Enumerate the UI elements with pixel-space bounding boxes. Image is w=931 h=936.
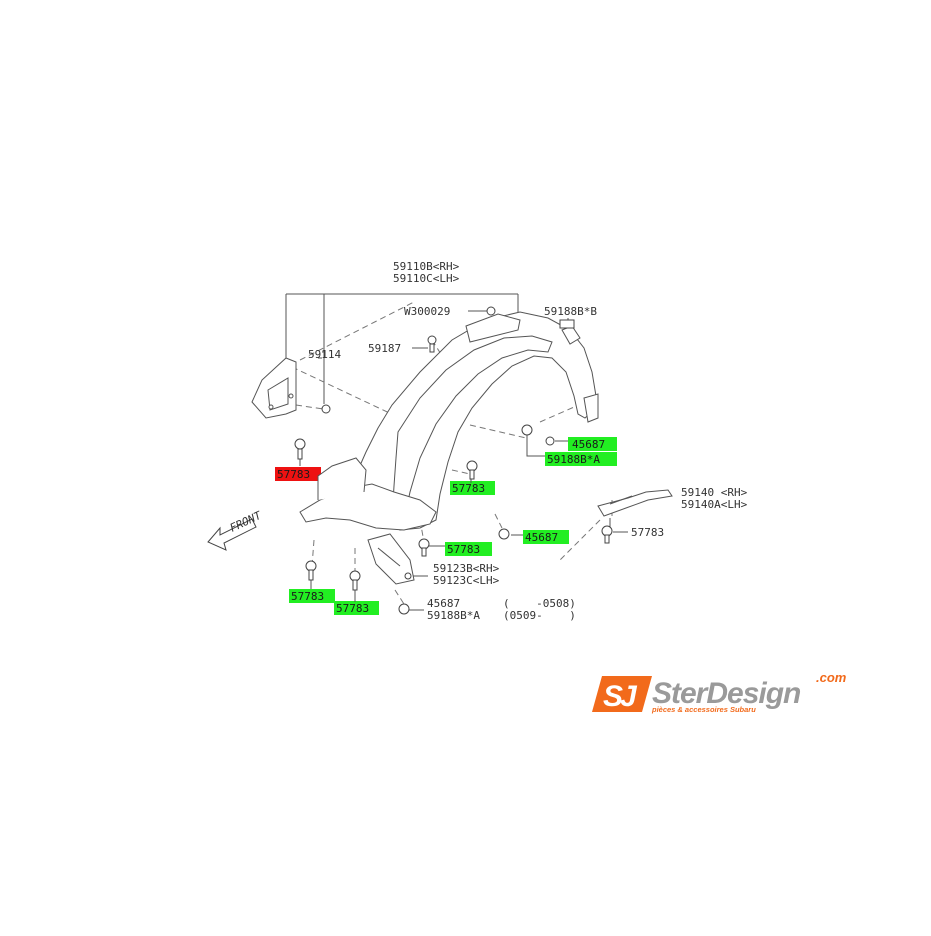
- label-59188b-b[interactable]: 59188B*B: [544, 305, 597, 318]
- part-labels: 59110B<RH> 59110C<LH> W300029 59188B*B 5…: [277, 260, 748, 622]
- highlight-59188b-a-top[interactable]: [545, 452, 617, 466]
- label-59140-rh[interactable]: 59140 <RH>: [681, 486, 748, 499]
- highlight-45687-mid[interactable]: [523, 530, 569, 544]
- highlight-57783-left[interactable]: [289, 589, 335, 603]
- label-59110c-lh[interactable]: 59110C<LH>: [393, 272, 460, 285]
- bolt-icon[interactable]: [294, 438, 306, 460]
- nut-icon[interactable]: [486, 306, 496, 316]
- clip-icon[interactable]: [521, 424, 533, 436]
- fasteners: [294, 306, 613, 615]
- label-range-1: ( -0508): [503, 597, 576, 610]
- bolt-icon[interactable]: [349, 570, 361, 591]
- nut-icon[interactable]: [545, 436, 555, 446]
- fender-liner-59110[interactable]: [299, 311, 599, 531]
- logo: SJ SterDesign .com pièces & accessoires …: [592, 670, 847, 714]
- label-45687-mid[interactable]: 45687: [525, 531, 558, 544]
- label-57783-mid[interactable]: 57783: [452, 482, 485, 495]
- front-arrow-icon: FRONT: [207, 508, 265, 551]
- label-59188b-a-bottom[interactable]: 59188B*A: [427, 609, 480, 622]
- label-59140a-lh[interactable]: 59140A<LH>: [681, 498, 748, 511]
- logo-tagline: pièces & accessoires Subaru: [651, 705, 756, 714]
- nut-icon[interactable]: [404, 572, 412, 580]
- clip-icon[interactable]: [427, 335, 437, 353]
- highlight-57783-center[interactable]: [445, 542, 492, 556]
- bolt-icon[interactable]: [601, 525, 613, 544]
- bolt-icon[interactable]: [418, 538, 430, 557]
- bracket-59114[interactable]: [251, 357, 297, 419]
- clip-icon[interactable]: [559, 319, 575, 329]
- label-59123b-rh[interactable]: 59123B<RH>: [433, 562, 500, 575]
- highlight-45687-top[interactable]: [568, 437, 617, 451]
- logo-mark: SJ: [592, 676, 652, 713]
- label-59123c-lh[interactable]: 59123C<LH>: [433, 574, 500, 587]
- logo-domain: .com: [816, 670, 847, 685]
- highlight-57783-mid[interactable]: [450, 481, 495, 495]
- label-45687-top[interactable]: 45687: [572, 438, 605, 451]
- label-59114[interactable]: 59114: [308, 348, 341, 361]
- label-59187[interactable]: 59187: [368, 342, 401, 355]
- label-59188b-a-top[interactable]: 59188B*A: [547, 453, 600, 466]
- label-59110b-rh[interactable]: 59110B<RH>: [393, 260, 460, 273]
- nut-icon[interactable]: [398, 603, 410, 615]
- highlight-57783-red[interactable]: [275, 467, 321, 481]
- seal-59140[interactable]: [597, 489, 673, 517]
- nut-icon[interactable]: [321, 404, 331, 414]
- label-57783-low[interactable]: 57783: [336, 602, 369, 615]
- label-57783-center[interactable]: 57783: [447, 543, 480, 556]
- cover-59123[interactable]: [367, 533, 415, 585]
- label-w300029[interactable]: W300029: [404, 305, 450, 318]
- logo-name: SterDesign: [652, 677, 801, 710]
- nut-icon[interactable]: [498, 528, 510, 540]
- label-range-2: (0509- ): [503, 609, 576, 622]
- label-45687-bottom[interactable]: 45687: [427, 597, 460, 610]
- bolt-icon[interactable]: [305, 560, 317, 581]
- highlight-57783-low[interactable]: [334, 601, 379, 615]
- label-57783-red[interactable]: 57783: [277, 468, 310, 481]
- logo-mark-text: SJ: [603, 680, 638, 713]
- label-57783-seal[interactable]: 57783: [631, 526, 664, 539]
- label-57783-left[interactable]: 57783: [291, 590, 324, 603]
- bolt-icon[interactable]: [466, 460, 478, 480]
